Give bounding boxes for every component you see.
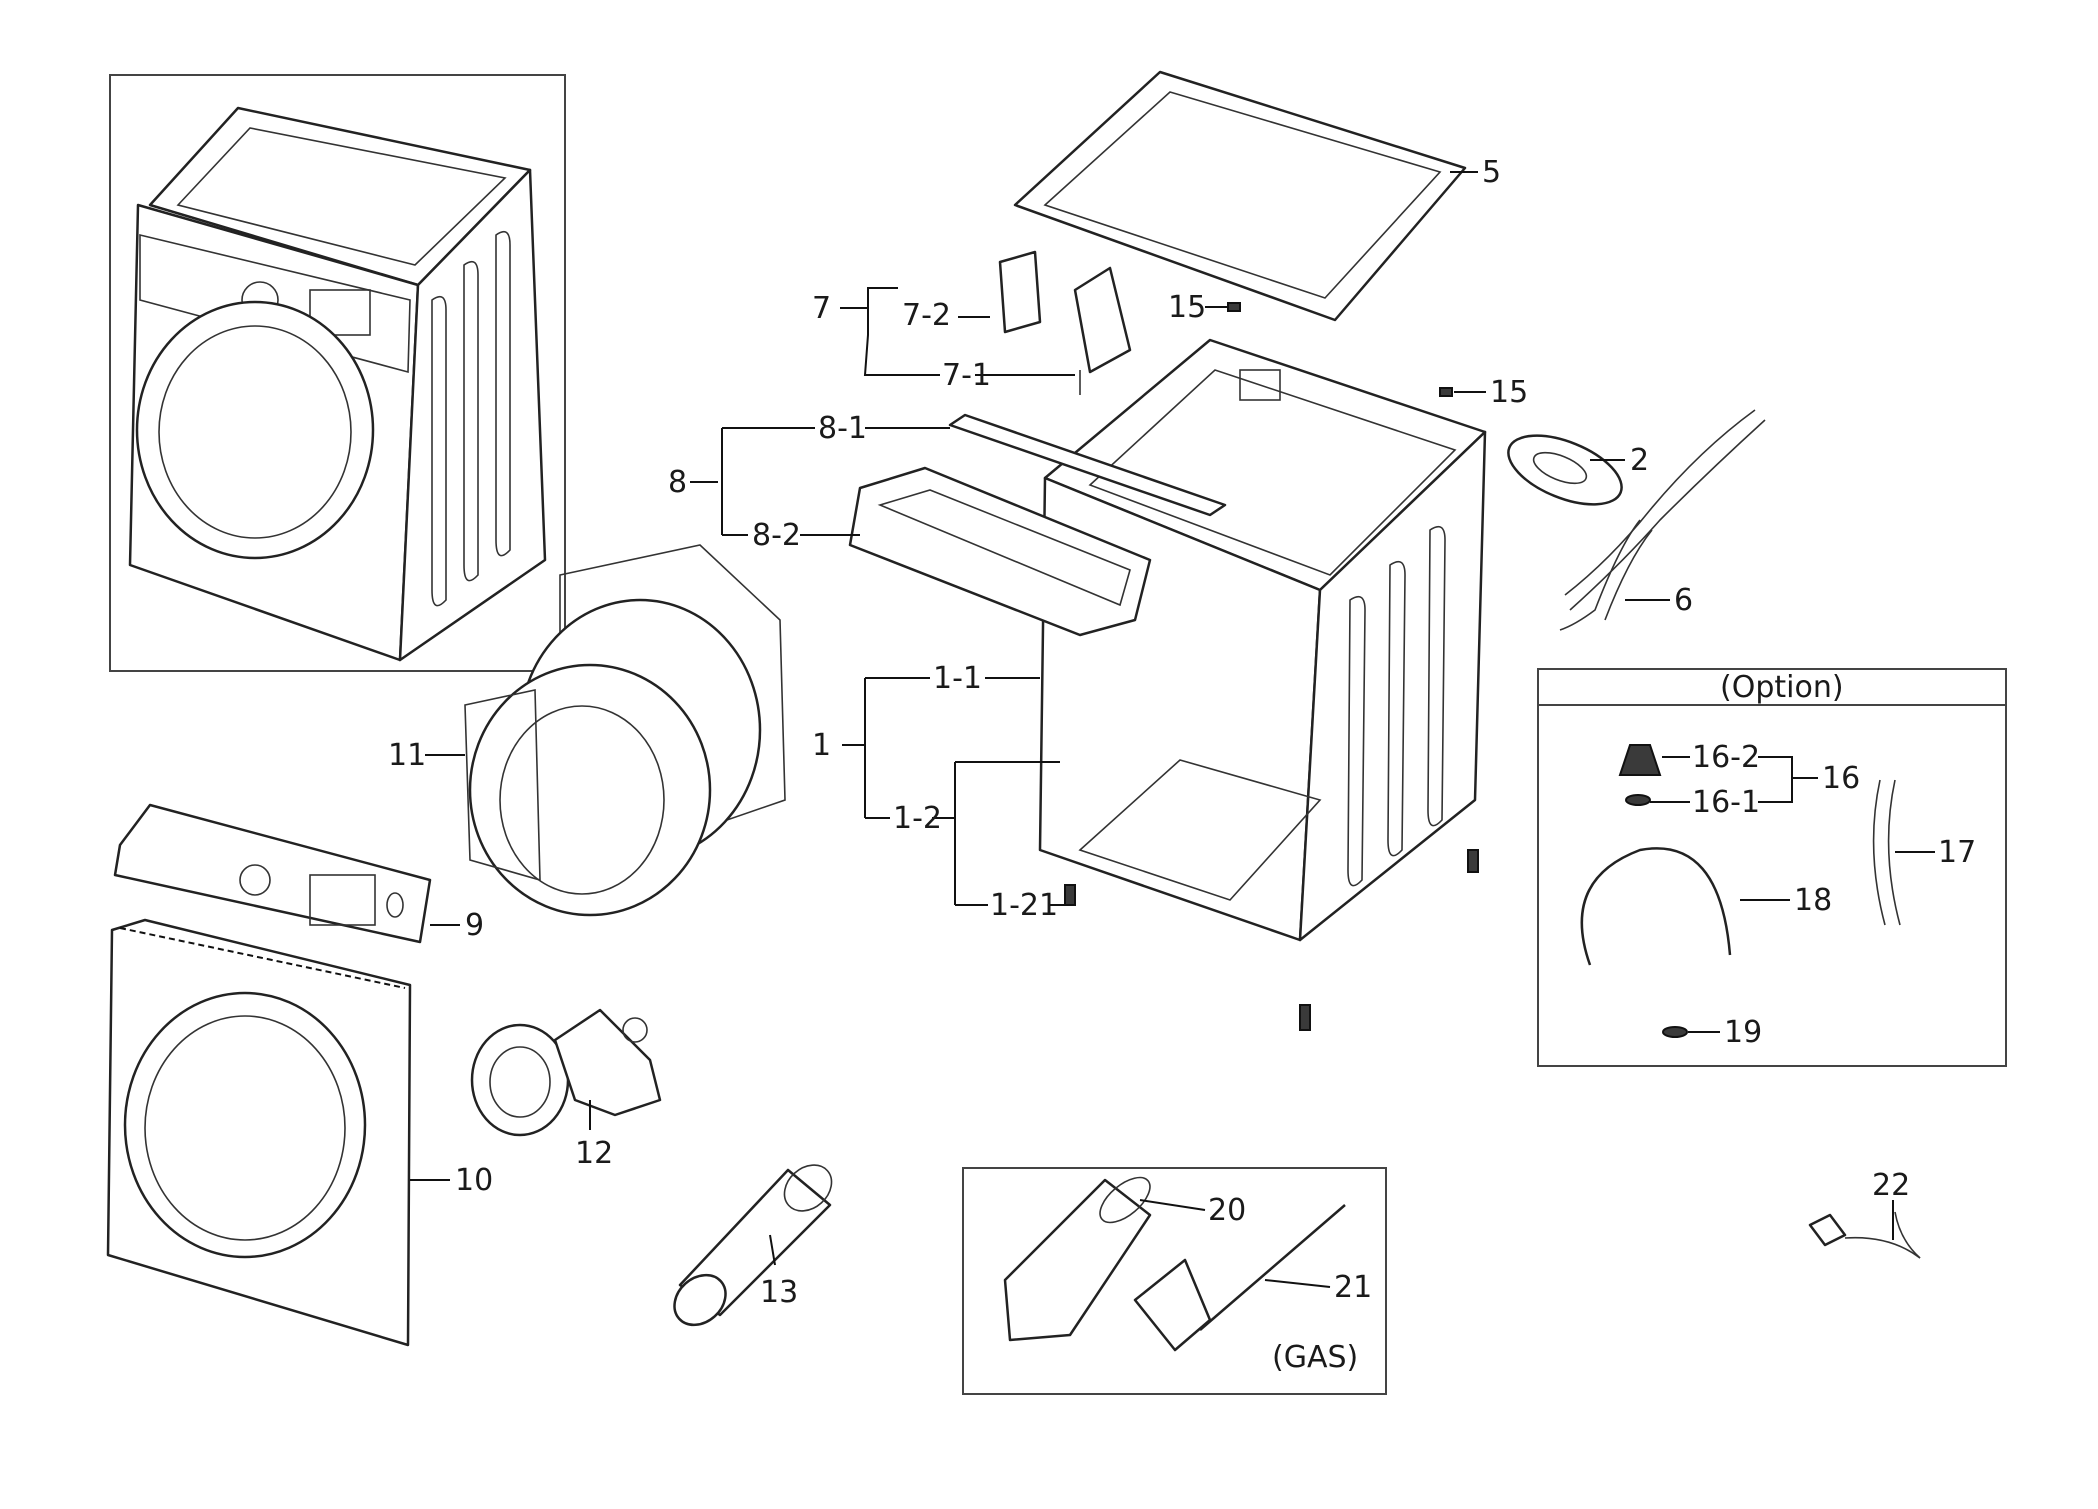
- front-panel-part: [106, 918, 412, 1347]
- callout-1-2: 1-2: [893, 801, 942, 836]
- callout-11: 11: [388, 738, 426, 773]
- callout-21: 21: [1334, 1270, 1372, 1305]
- option-box-title: (Option): [1720, 670, 1844, 705]
- callout-19: 19: [1724, 1015, 1762, 1050]
- wire-harness-part: [1559, 409, 1766, 631]
- control-panel-part: [113, 803, 432, 944]
- callout-7: 7: [812, 291, 831, 326]
- blower-fan-part: [470, 1008, 662, 1137]
- callout-8: 8: [668, 465, 687, 500]
- callout-5: 5: [1482, 155, 1501, 190]
- callout-1: 1: [812, 728, 831, 763]
- duct-cover-part: [1507, 434, 1623, 506]
- callout-1-21: 1-21: [990, 888, 1058, 923]
- option-kit-box: [1537, 668, 2007, 1067]
- callout-6: 6: [1674, 583, 1693, 618]
- callout-7-1: 7-1: [942, 358, 991, 393]
- gas-kit-box: [962, 1167, 1387, 1395]
- callout-8-2: 8-2: [752, 518, 801, 553]
- assembled-dryer-inset: [109, 74, 566, 672]
- callout-15-top: 15: [1168, 290, 1206, 325]
- callout-20: 20: [1208, 1193, 1246, 1228]
- gas-box-label: (GAS): [1272, 1340, 1358, 1375]
- callout-1-1: 1-1: [933, 661, 982, 696]
- power-cord-part: [1808, 1211, 1921, 1259]
- callout-22: 22: [1872, 1168, 1910, 1203]
- leader-7: [840, 287, 940, 376]
- callout-10: 10: [455, 1163, 493, 1198]
- callout-18: 18: [1794, 883, 1832, 918]
- control-bracket-part: [848, 413, 1227, 637]
- top-cover-part: [1013, 70, 1478, 322]
- filter-parts: [998, 250, 1132, 395]
- callout-16-2: 16-2: [1692, 740, 1760, 775]
- exhaust-duct-part: [673, 1164, 833, 1327]
- callout-8-1: 8-1: [818, 411, 867, 446]
- callout-17: 17: [1938, 835, 1976, 870]
- cabinet-part: [1038, 338, 1487, 1031]
- callout-13: 13: [760, 1275, 798, 1310]
- callout-16-1: 16-1: [1692, 785, 1760, 820]
- callout-9: 9: [465, 908, 484, 943]
- callout-12: 12: [575, 1136, 613, 1171]
- callout-7-2: 7-2: [902, 298, 951, 333]
- callout-15-side: 15: [1490, 375, 1528, 410]
- callout-16: 16: [1822, 761, 1860, 796]
- drum-part: [464, 544, 786, 917]
- callout-2: 2: [1630, 443, 1649, 478]
